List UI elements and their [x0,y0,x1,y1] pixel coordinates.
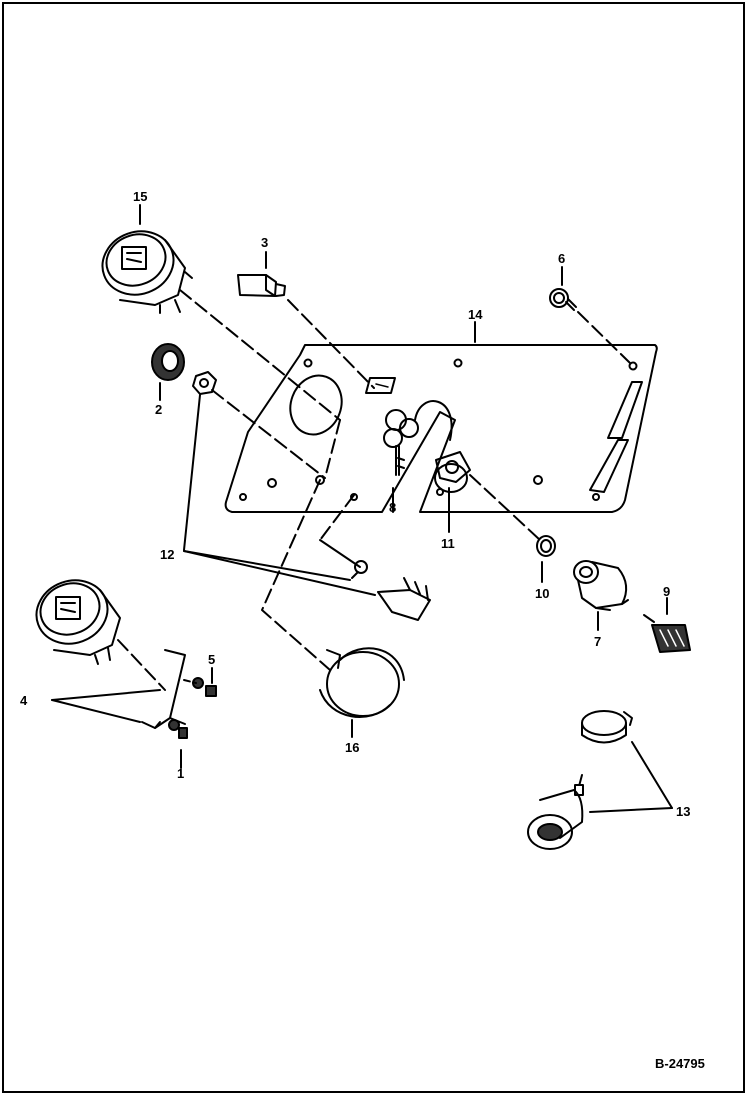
switch-12-lower [351,560,431,621]
fastener-1 [168,719,188,769]
label-13: 13 [676,804,690,819]
connector-3 [237,251,286,297]
dash-6 [577,311,631,364]
socket-13 [527,710,633,850]
label-15: 15 [133,189,147,204]
washer-10 [536,535,556,583]
grommet-2 [151,343,185,401]
screw-6 [549,266,577,311]
label-12: 12 [160,547,174,562]
figure-id: B-24795 [655,1056,705,1071]
connector-9 [643,597,691,653]
label-11: 11 [441,536,455,551]
label-8: 8 [389,500,396,515]
bracket-16 [319,647,405,738]
label-4: 4 [20,693,28,708]
dash-12 [211,389,326,479]
label-5: 5 [208,652,215,667]
gauge-15 [101,204,193,314]
key-switch-7 [573,560,629,631]
label-6: 6 [558,251,565,266]
panel-plate [224,344,658,513]
label-16: 16 [345,740,359,755]
fastener-5 [192,667,217,697]
gauge-4 [35,579,121,665]
label-3: 3 [261,235,268,250]
keys-8 [383,400,453,513]
label-9: 9 [663,584,670,599]
part-labels: 15 3 6 14 2 8 11 12 10 9 7 5 4 16 1 13 [20,189,690,819]
nut-12-upper [192,371,217,395]
nut-11 [435,451,471,533]
label-1: 1 [177,766,184,781]
label-14: 14 [468,307,483,322]
dash-3 [287,299,375,389]
label-7: 7 [594,634,601,649]
label-10: 10 [535,586,549,601]
dash-15 [179,289,341,421]
label-2: 2 [155,402,162,417]
